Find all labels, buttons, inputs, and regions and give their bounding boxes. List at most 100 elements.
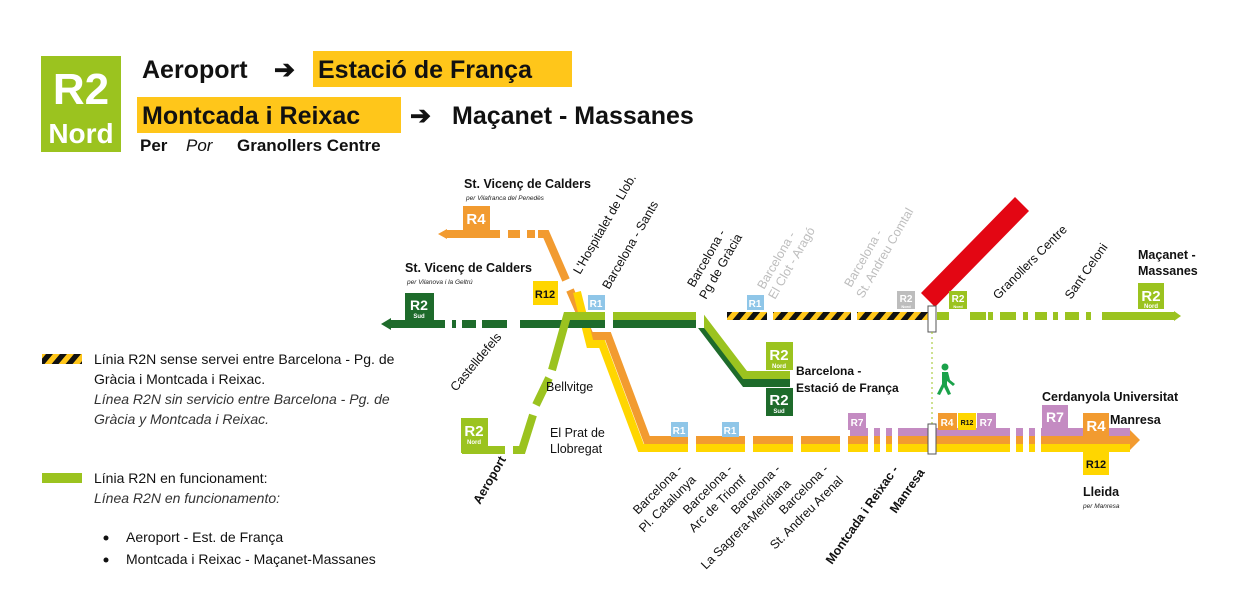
badge-r1: R1 [747,295,764,310]
svg-text:Sud: Sud [773,409,785,415]
cut-marker [921,197,1029,307]
via-per: Per [140,136,168,155]
legend-text-ca: Línia R2N sense servei entre Barcelona -… [94,351,395,387]
bullet-icon [103,557,109,563]
badge-r12: R12 [958,413,976,430]
no-service-segment [727,312,929,320]
badge-r4: R4 [463,206,490,230]
route-to-1: Estació de França [318,56,533,84]
badge-r12: R12 [533,281,558,305]
destination-label: Lleida [1083,485,1120,499]
gap [696,312,704,328]
destination-label: Barcelona - [796,364,861,378]
arrow-left-icon [381,318,391,330]
station-label: Bellvitge [546,380,593,394]
svg-text:Nord: Nord [772,364,786,370]
badge-r1: R1 [722,422,739,437]
destination-label: Massanes [1138,264,1198,278]
svg-text:R7: R7 [980,418,993,429]
svg-text:R12: R12 [535,289,555,301]
svg-text:R2: R2 [900,294,913,305]
destination-label: Maçanet - [1138,248,1196,262]
svg-text:R2: R2 [464,423,483,440]
svg-text:R12: R12 [961,420,974,427]
destination-via: per Manresa [1082,503,1120,510]
badge-r1: R1 [671,422,688,437]
destination-label: St. Vicenç de Calders [405,261,532,275]
svg-text:R4: R4 [941,418,954,429]
badge-r7: R7 [977,413,996,430]
badge-r1: R1 [588,295,605,310]
gap [605,312,613,328]
line-gaps [688,426,1041,456]
legend-segment: Montcada i Reixac - Maçanet-Massanes [126,551,376,567]
via-por: Por [186,136,214,155]
legend-no-service-swatch [42,354,82,364]
route-from-2: Montcada i Reixac [142,102,360,130]
legend-in-service: Línia R2N en funcionament: Línea R2N en … [94,468,424,508]
highlight [137,97,401,133]
svg-text:R4: R4 [466,211,486,228]
barrier-icon [927,305,937,333]
legend-in-service-swatch [42,473,82,483]
svg-text:R12: R12 [1086,459,1106,471]
station-label: Aeroport [470,453,509,506]
svg-text:R1: R1 [724,426,737,437]
station-label: Llobregat [550,442,603,456]
badge-r7: R7 [848,413,866,430]
svg-text:R2: R2 [769,392,788,409]
destination-label: Manresa [1110,413,1162,427]
r2-nord-line-north [937,311,1181,321]
legend-segment: Aeroport - Est. de França [126,529,284,545]
walking-person-icon [937,363,955,395]
station-label: El Prat de [550,426,605,440]
station-label: Sant Celoni [1062,241,1111,302]
arrow-right-icon: ➔ [274,56,295,84]
badge-r12: R12 [1083,452,1109,475]
svg-text:Nord: Nord [901,304,911,309]
legend-text-es: Línea R2N en funcionamento: [94,490,281,506]
lower-station-labels: Barcelona - Pl. Catalunya Barcelona - Ar… [630,462,928,572]
svg-text:R2: R2 [769,347,788,364]
destination-via: per Vilanova i la Geltrú [406,279,473,286]
svg-text:Nord: Nord [48,118,113,149]
bullet-icon [103,535,109,541]
svg-text:R2: R2 [410,297,428,313]
station-label: Castelldefels [448,330,505,394]
badge-r4: R4 [1083,413,1109,437]
highlight [313,51,572,87]
svg-text:R7: R7 [851,418,864,429]
svg-text:Nord: Nord [953,304,963,309]
arrow-right-icon [1130,430,1140,450]
destination-label: St. Vicenç de Calders [464,177,591,191]
svg-text:Sud: Sud [413,314,425,320]
svg-text:Nord: Nord [1144,304,1158,310]
arrow-right-icon: ➔ [410,102,431,130]
barrier-icon [927,423,937,455]
svg-text:R4: R4 [1086,418,1106,435]
destination-label: Estació de França [796,381,899,395]
route-to-2: Maçanet - Massanes [452,102,694,130]
r2-sud-line [390,320,790,387]
via-station: Granollers Centre [237,136,381,155]
svg-text:R7: R7 [1046,409,1064,425]
svg-text:R1: R1 [673,426,686,437]
arrow-left-icon [438,229,447,239]
arrow-right-icon [1066,428,1072,436]
svg-text:R2: R2 [1141,288,1160,305]
legend-text-ca: Línia R2N en funcionament: [94,470,268,486]
legend-no-service: Línia R2N sense servei entre Barcelona -… [94,349,424,429]
badge-r7: R7 [1042,405,1068,429]
line-logo: R2 Nord [41,56,121,152]
svg-text:R2: R2 [53,65,109,114]
route-from-1: Aeroport [142,56,248,84]
